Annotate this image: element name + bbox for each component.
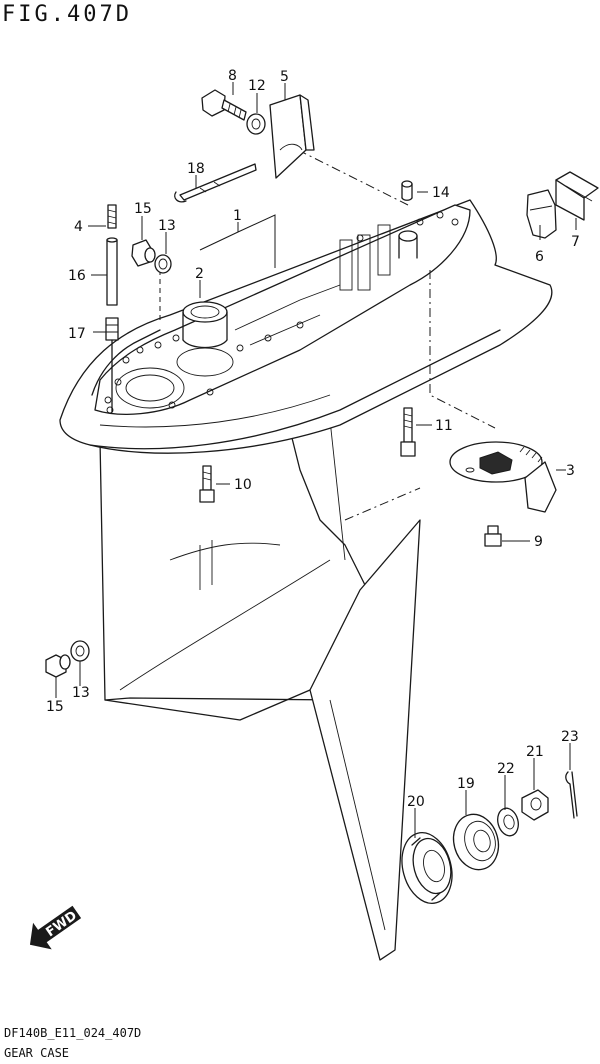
diagram-name: GEAR CASE — [4, 1046, 70, 1060]
part-21-nut — [521, 789, 549, 821]
callout-13: 13 — [158, 218, 176, 234]
diagram-code: DF140B_E11_024_407D — [4, 1026, 142, 1040]
part-20-bearing-housing — [401, 832, 453, 904]
part-10-bolt — [199, 465, 215, 503]
part-11-bolt — [400, 407, 416, 457]
callout-15-lower: 15 — [46, 699, 64, 715]
callout-14: 14 — [432, 185, 450, 201]
callout-15: 15 — [134, 201, 152, 217]
callout-9: 9 — [534, 534, 543, 550]
part-14-dowel — [401, 180, 413, 201]
part-13-washer — [154, 254, 172, 274]
part-8-bolt — [201, 89, 247, 121]
callout-8: 8 — [228, 68, 237, 84]
part-12-washer — [246, 113, 266, 135]
gear-case-body — [59, 199, 553, 961]
part-22-washer — [497, 807, 519, 837]
part-18-clip — [174, 163, 257, 203]
part-19-bearing — [452, 813, 500, 871]
part-6-cap — [526, 189, 557, 239]
callout-11: 11 — [435, 418, 453, 434]
figure-title: FIG.407D — [2, 2, 132, 27]
callout-13-lower: 13 — [72, 685, 90, 701]
fwd-arrow-icon: FWD — [29, 905, 82, 950]
callout-5: 5 — [280, 69, 289, 85]
callout-6: 6 — [535, 249, 544, 265]
leader-lines — [55, 82, 577, 838]
callout-2: 2 — [195, 266, 204, 282]
callout-17: 17 — [68, 326, 86, 342]
part-13-lower-washer — [70, 640, 90, 662]
callout-21: 21 — [526, 744, 544, 760]
callout-4: 4 — [74, 219, 83, 235]
guide-lines — [159, 149, 496, 521]
callout-1: 1 — [233, 208, 242, 224]
callout-10: 10 — [234, 477, 252, 493]
part-16-rod — [106, 237, 118, 306]
callout-19: 19 — [457, 776, 475, 792]
part-4-grommet — [107, 204, 117, 229]
callout-23: 23 — [561, 729, 579, 745]
callout-12: 12 — [248, 78, 266, 94]
callout-3: 3 — [566, 463, 575, 479]
callout-7: 7 — [571, 234, 580, 250]
part-23-cotter-pin — [565, 771, 578, 819]
part-15-lower-plug — [45, 654, 71, 678]
part-7-cap — [555, 171, 599, 221]
part-5-cover — [269, 94, 315, 179]
part-3-anode — [449, 441, 557, 513]
part-17-stud — [105, 317, 119, 413]
callout-labels: 8 12 5 18 14 4 15 13 1 6 7 16 2 17 11 3 … — [46, 68, 580, 810]
callout-22: 22 — [497, 761, 515, 777]
part-15-plug — [131, 239, 156, 267]
callout-16: 16 — [68, 268, 86, 284]
callout-18: 18 — [187, 161, 205, 177]
part-9-nut — [484, 525, 502, 547]
callout-20: 20 — [407, 794, 425, 810]
